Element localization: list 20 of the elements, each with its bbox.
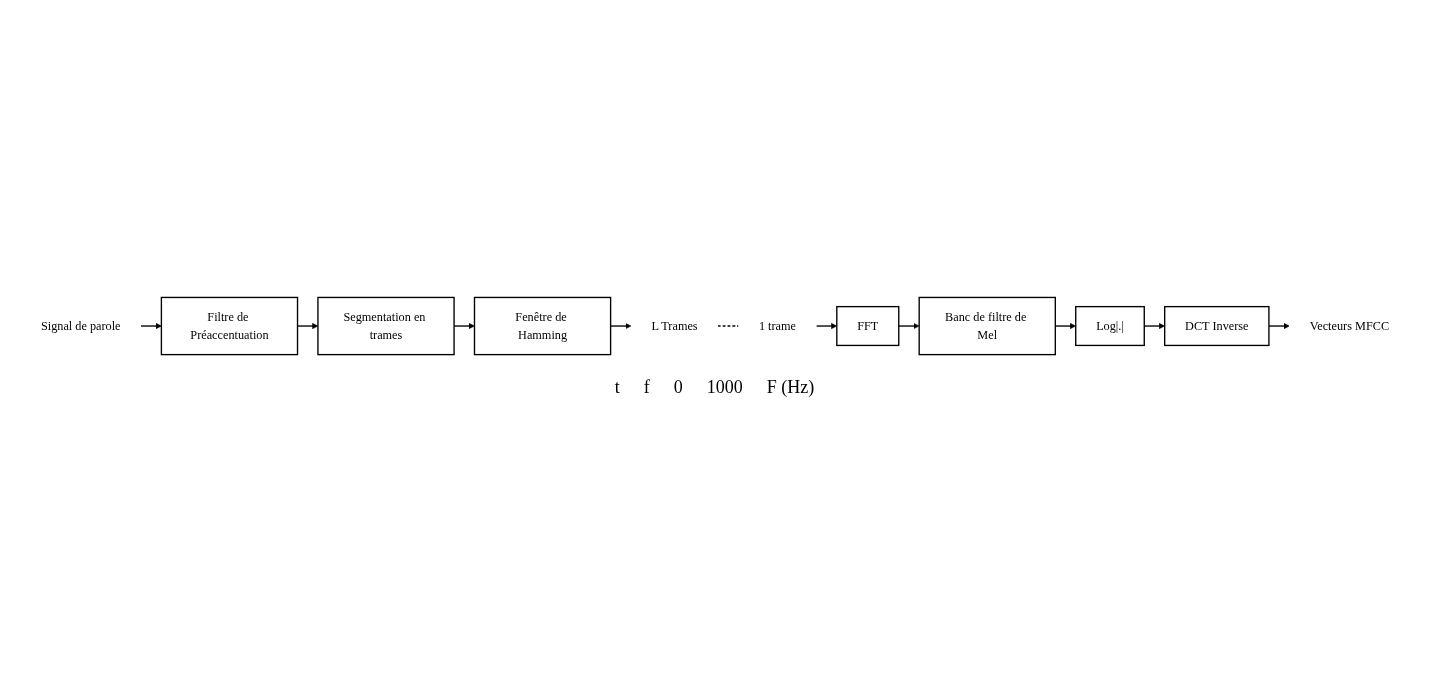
node-text: 1 trame bbox=[758, 319, 796, 333]
axis-label: f bbox=[643, 376, 650, 398]
node-box: Filtre de Préaccentuation bbox=[160, 297, 298, 356]
node-box: Log|.| bbox=[1074, 306, 1145, 347]
node-text: L Trames bbox=[650, 319, 698, 333]
axis-label: F (Hz) bbox=[766, 376, 815, 398]
node-box: FFT bbox=[835, 306, 899, 347]
axis-label: t bbox=[614, 376, 620, 398]
node-box: Banc de filtre de Mel bbox=[918, 297, 1056, 356]
axis-label: 1000 bbox=[706, 376, 743, 398]
connector bbox=[716, 325, 739, 328]
arrow bbox=[815, 323, 837, 330]
node-box: Segmentation en trames bbox=[316, 297, 455, 356]
arrow bbox=[1054, 323, 1076, 330]
axis-label: 0 bbox=[673, 376, 683, 398]
arrow bbox=[1143, 323, 1165, 330]
node-text: Signal de parole bbox=[40, 319, 121, 333]
node-box: Fenêtre de Hamming bbox=[473, 297, 611, 356]
node-text: Vecteurs MFCC bbox=[1309, 319, 1389, 333]
node-box: DCT Inverse bbox=[1163, 306, 1270, 347]
